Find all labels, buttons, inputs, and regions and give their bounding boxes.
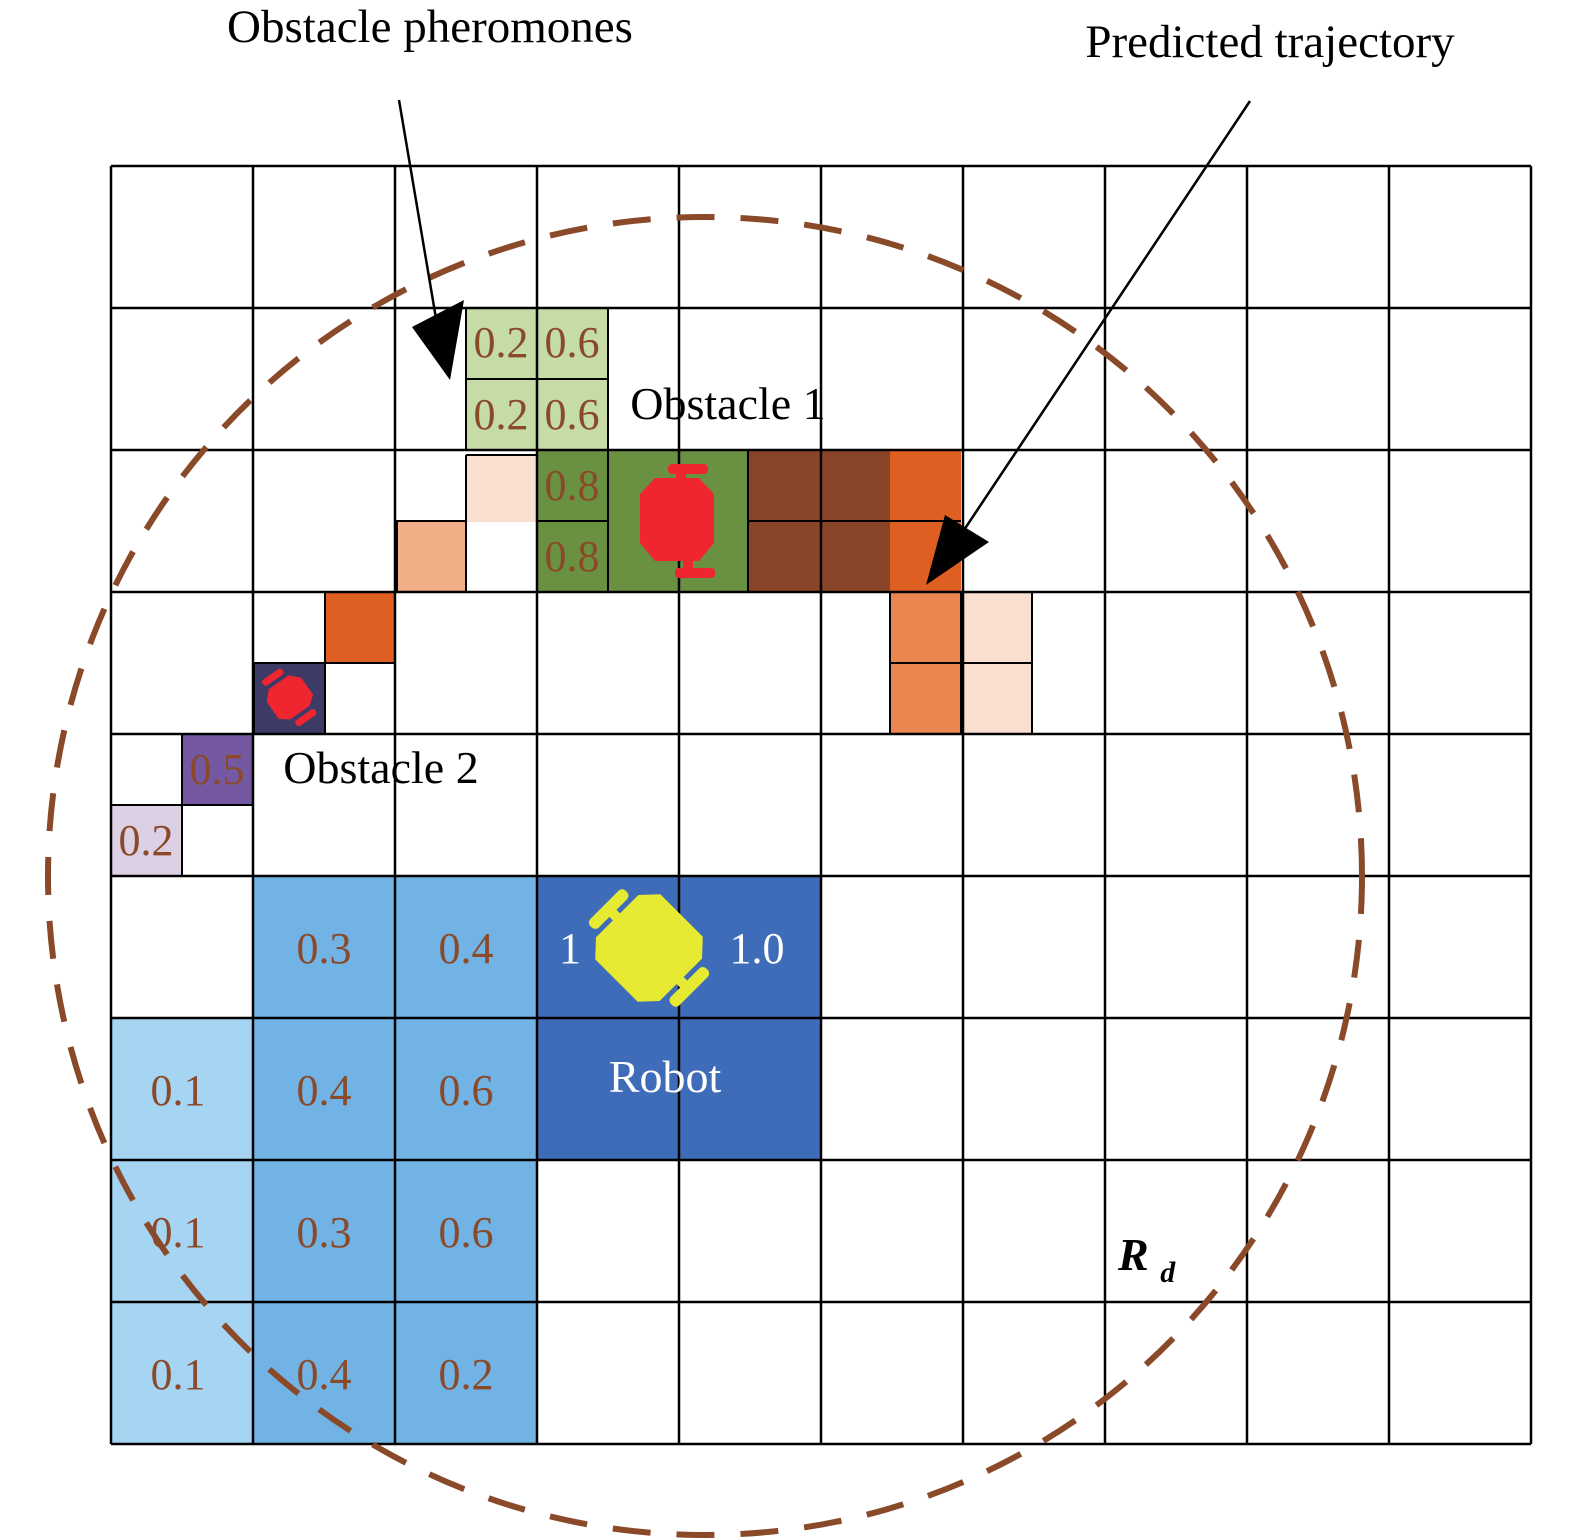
cell-dark-brown	[819, 521, 890, 592]
cell-light-blue	[111, 1018, 253, 1160]
pheromone-value: 0.5	[190, 745, 245, 794]
pheromone-value: 0.8	[545, 532, 600, 581]
obstacle-2-robot-icon	[262, 668, 317, 727]
cell-pale-peach	[466, 455, 537, 522]
pheromone-value: 0.2	[119, 816, 174, 865]
cell-light-orange	[890, 663, 961, 734]
cell-dark-brown	[748, 521, 819, 592]
robot-label: Robot	[609, 1051, 722, 1102]
pheromone-value: 0.2	[439, 1350, 494, 1399]
cell-pale-peach	[961, 592, 1032, 663]
cell-mid-blue	[253, 1018, 395, 1160]
obstacle-pheromones-arrow	[397, 99, 464, 380]
pheromone-value: 0.6	[545, 390, 600, 439]
agent-robot-icon	[588, 889, 710, 1007]
pheromone-value-white: 1	[559, 924, 581, 973]
pheromone-value: 0.8	[545, 461, 600, 510]
cell-mid-blue	[395, 1018, 537, 1160]
annotation-labels: Obstacle pheromones Predicted trajectory…	[227, 1, 1455, 1289]
predicted-trajectory-label: Predicted trajectory	[1085, 16, 1455, 68]
predicted-trajectory-arrow	[926, 100, 1252, 585]
cell-purple	[182, 734, 253, 805]
obstacle-1-robot-icon	[640, 464, 715, 578]
cell-orange	[890, 450, 961, 521]
cell-dark-green	[537, 521, 608, 592]
obstacle-1-label: Obstacle 1	[630, 378, 825, 429]
cell-light-blue	[111, 1302, 253, 1444]
radius-subscript: d	[1160, 1256, 1176, 1289]
pheromone-values: 0.2 0.6 0.2 0.6 0.8 0.8 0.5 0.2 0.3 0.4 …	[119, 318, 785, 1399]
pheromone-value: 0.2	[474, 318, 529, 367]
cell-light-green	[537, 308, 608, 379]
pheromone-value: 0.2	[474, 390, 529, 439]
detection-radius-circle	[45, 214, 1365, 1538]
pheromone-value: 0.6	[439, 1208, 494, 1257]
pheromone-value: 0.3	[297, 1208, 352, 1257]
radius-symbol: R	[1117, 1229, 1149, 1280]
pheromone-value: 0.4	[297, 1350, 352, 1399]
cell-mid-blue	[253, 1160, 395, 1302]
cell-dark-green	[537, 450, 608, 521]
pheromone-value-white: 1.0	[730, 924, 785, 973]
cell-mid-blue	[253, 876, 395, 1018]
cell-light-purple	[111, 805, 182, 876]
sub-cell-borders	[110, 307, 1033, 877]
pheromone-value: 0.3	[297, 924, 352, 973]
pheromone-value: 0.6	[439, 1066, 494, 1115]
pheromone-value: 0.1	[151, 1208, 206, 1257]
pheromone-value: 0.4	[297, 1066, 352, 1115]
pheromone-value: 0.1	[151, 1066, 206, 1115]
cell-mid-blue	[395, 1302, 537, 1444]
cell-orange	[325, 592, 395, 663]
cell-light-green	[466, 379, 537, 450]
cell-light-green	[466, 308, 537, 379]
pheromone-value: 0.4	[439, 924, 494, 973]
cell-pale-peach	[961, 663, 1032, 734]
cell-mid-blue	[395, 876, 537, 1018]
cell-dark-brown	[748, 450, 819, 521]
obstacle-2-label: Obstacle 2	[283, 742, 478, 793]
pheromone-value: 0.1	[151, 1350, 206, 1399]
radius-label: R d	[1117, 1229, 1176, 1289]
cell-peach	[397, 521, 466, 592]
cell-light-orange	[890, 592, 961, 663]
cell-light-green	[537, 379, 608, 450]
cell-dark-brown	[819, 450, 890, 521]
obstacle-pheromones-label: Obstacle pheromones	[227, 1, 633, 53]
pheromone-value: 0.6	[545, 318, 600, 367]
cell-mid-blue	[395, 1160, 537, 1302]
